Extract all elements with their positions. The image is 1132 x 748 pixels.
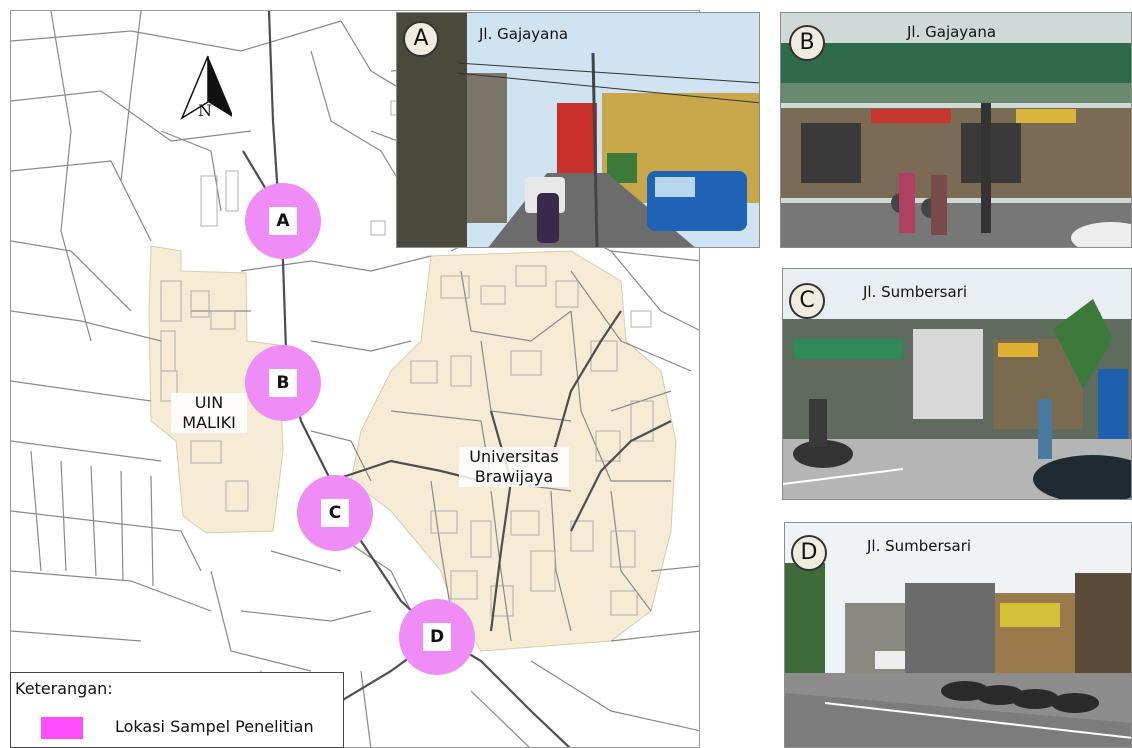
photo-d: D Jl. Sumbersari: [784, 522, 1132, 748]
uin-maliki-campus-area: [148, 245, 284, 534]
uin-maliki-label: UIN MALIKI: [171, 393, 247, 433]
photo-c-street-name: Jl. Sumbersari: [863, 283, 968, 301]
uin-maliki-label-line-1: UIN: [194, 393, 224, 412]
legend-swatch-sample-location: [41, 717, 83, 739]
photo-c: C Jl. Sumbersari: [782, 268, 1132, 500]
photo-a: A Jl. Gajayana: [396, 12, 760, 248]
uin-maliki-label-line-2: MALIKI: [182, 413, 236, 432]
street-photo-a: [397, 13, 759, 247]
legend-label-sample-location: Lokasi Sampel Penelitian: [115, 717, 314, 736]
street-photo-c: [783, 269, 1131, 499]
marker-label-c: C: [321, 499, 349, 527]
photo-a-street-name: Jl. Gajayana: [479, 25, 569, 43]
photo-b-street-name: Jl. Gajayana: [907, 23, 997, 41]
building-footprints: [160, 50, 654, 617]
universitas-brawijaya-label-line-1: Universitas: [469, 447, 559, 466]
map-legend: Keterangan: Lokasi Sampel Penelitian: [10, 672, 344, 748]
universitas-brawijaya-label-line-2: Brawijaya: [474, 467, 554, 486]
north-label: N: [198, 101, 212, 120]
marker-label-d: D: [423, 623, 451, 651]
legend-title: Keterangan:: [15, 679, 113, 698]
street-photo-d: [785, 523, 1131, 747]
photo-b-letter: B: [789, 25, 825, 61]
north-arrow: [172, 52, 234, 126]
photo-d-street-name: Jl. Sumbersari: [867, 537, 972, 555]
universitas-brawijaya-label: Universitas Brawijaya: [459, 447, 569, 487]
photo-c-letter: C: [789, 283, 825, 319]
street-photo-b: [781, 13, 1131, 247]
marker-label-a: A: [269, 207, 297, 235]
photo-b: B Jl. Gajayana: [780, 12, 1132, 248]
photo-d-letter: D: [791, 535, 827, 571]
photo-a-letter: A: [403, 21, 439, 57]
marker-label-b: B: [269, 369, 297, 397]
north-arrow-icon: [180, 55, 234, 120]
